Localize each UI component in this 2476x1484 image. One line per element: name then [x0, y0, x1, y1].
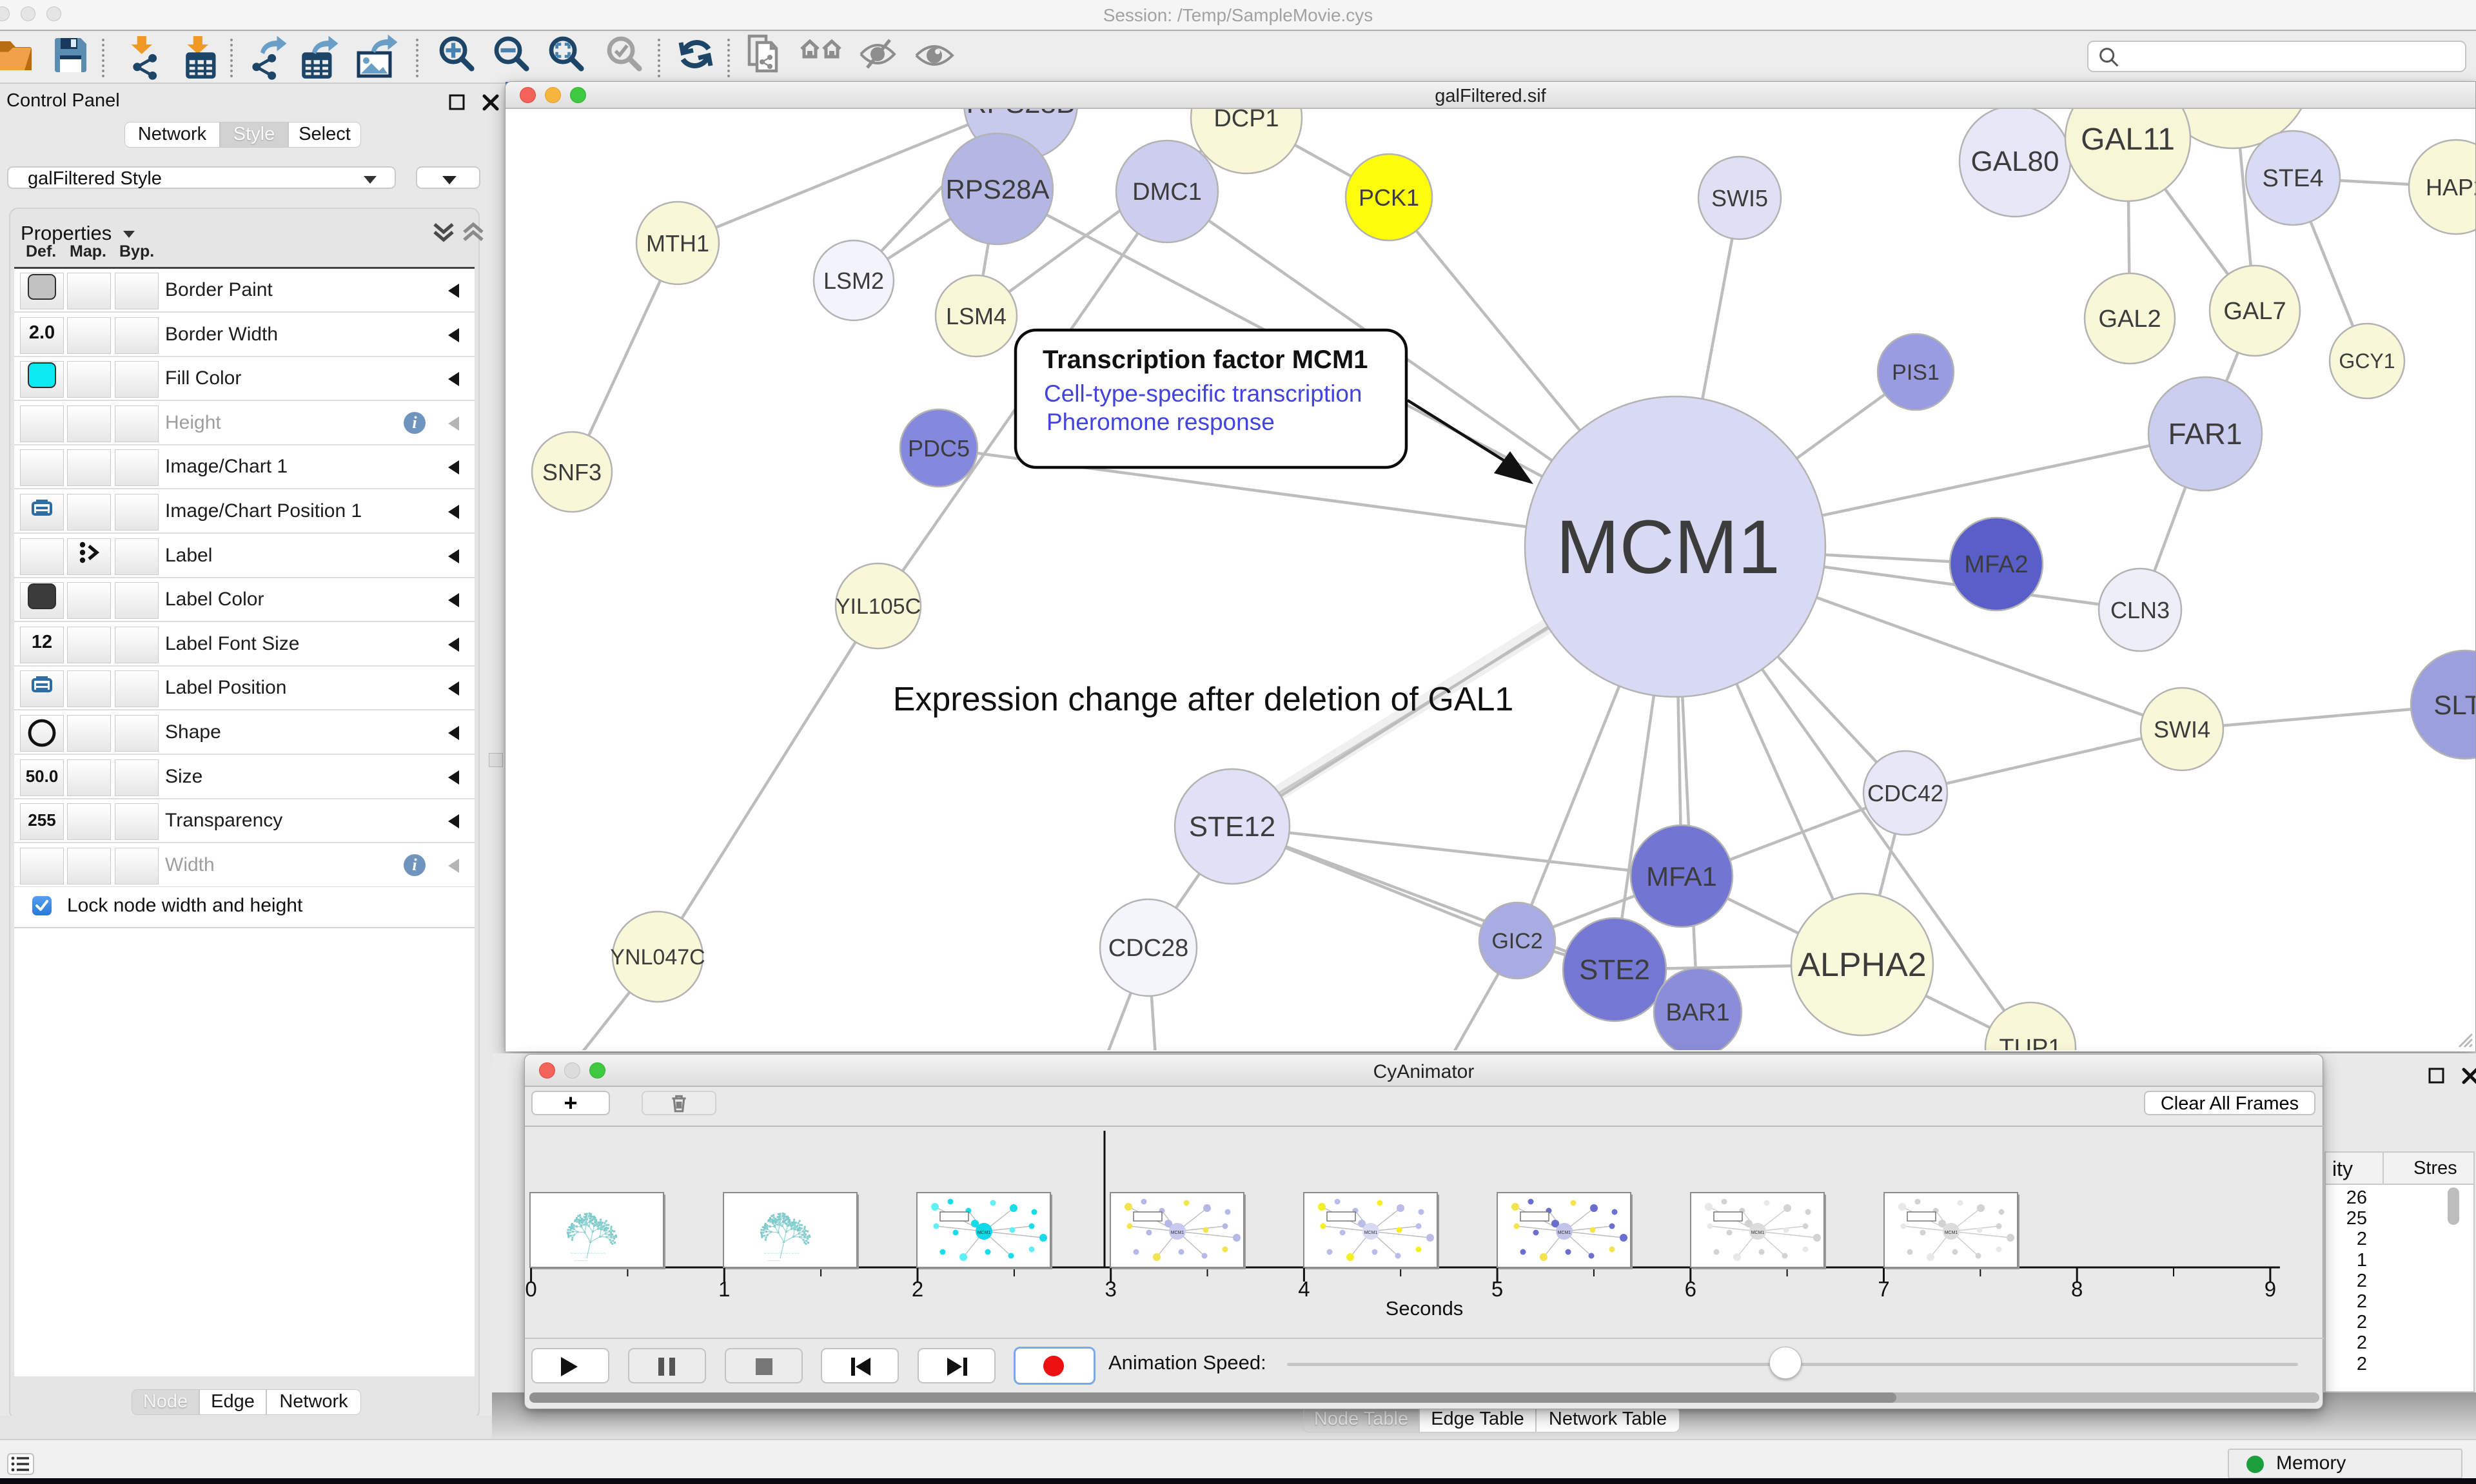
svg-text:DCP1: DCP1: [1213, 109, 1279, 132]
svg-text:MCM1: MCM1: [1364, 1231, 1378, 1235]
svg-text:RPS28B: RPS28B: [967, 109, 1076, 119]
svg-text:Expression change after deleti: Expression change after deletion of GAL1: [893, 681, 1514, 718]
svg-text:MTH1: MTH1: [646, 230, 709, 257]
svg-text:CLN3: CLN3: [2110, 597, 2170, 623]
svg-text:PCK1: PCK1: [1359, 184, 1419, 211]
svg-text:SWI5: SWI5: [1711, 185, 1768, 211]
svg-text:MCM1: MCM1: [1945, 1231, 1958, 1235]
svg-text:5: 5: [1491, 1277, 1503, 1301]
svg-text:~~~~~~~~~~~~: ~~~~~~~~~~~~: [763, 1251, 800, 1256]
svg-text:Pheromone response: Pheromone response: [1046, 409, 1275, 435]
svg-text:STE2: STE2: [1579, 954, 1650, 986]
svg-text:MCM1: MCM1: [978, 1231, 991, 1235]
svg-text:GAL80: GAL80: [1971, 146, 2059, 177]
svg-text:9: 9: [2265, 1277, 2276, 1301]
svg-text:LSM2: LSM2: [823, 268, 884, 294]
svg-text:SNF3: SNF3: [542, 459, 602, 485]
svg-text:YIL105C: YIL105C: [836, 594, 921, 619]
svg-text:GCY1: GCY1: [2339, 349, 2395, 373]
svg-text:~~~~~~~~~~~~: ~~~~~~~~~~~~: [570, 1251, 606, 1256]
svg-text:MFA1: MFA1: [1646, 861, 1717, 892]
svg-text:CDC28: CDC28: [1108, 935, 1189, 962]
svg-text:MCM1: MCM1: [1556, 505, 1780, 590]
svg-text:FAR1: FAR1: [2168, 417, 2242, 451]
svg-text:CDC42: CDC42: [1867, 780, 1943, 806]
svg-text:7: 7: [1878, 1277, 1889, 1301]
svg-text:YNL047C: YNL047C: [610, 945, 705, 970]
svg-text:BAR1: BAR1: [1665, 999, 1729, 1026]
svg-text:SWI4: SWI4: [2154, 716, 2210, 743]
svg-text:PIS1: PIS1: [1892, 360, 1940, 385]
svg-text:1: 1: [718, 1277, 730, 1301]
svg-text:STE4: STE4: [2262, 165, 2323, 192]
svg-text:GIC2: GIC2: [1491, 929, 1542, 953]
svg-text:2: 2: [912, 1277, 923, 1301]
svg-text:0: 0: [525, 1277, 536, 1301]
svg-text:LSM4: LSM4: [946, 303, 1007, 329]
svg-text:Seconds: Seconds: [1386, 1297, 1464, 1320]
svg-text:~~~~~: ~~~~~: [574, 1259, 587, 1264]
svg-text:ALPHA2: ALPHA2: [1798, 946, 1926, 984]
svg-text:HAP2: HAP2: [2426, 174, 2475, 200]
svg-text:MCM1: MCM1: [1751, 1231, 1765, 1235]
svg-text:6: 6: [1685, 1277, 1696, 1301]
svg-text:Cell-type-specific transcripti: Cell-type-specific transcription: [1044, 380, 1362, 407]
svg-text:MFA2: MFA2: [1964, 551, 2028, 578]
svg-text:PDC5: PDC5: [908, 435, 970, 462]
svg-text:8: 8: [2071, 1277, 2083, 1301]
svg-text:RPS28A: RPS28A: [945, 174, 1049, 204]
svg-text:~~~~~: ~~~~~: [767, 1259, 780, 1264]
svg-text:MCM1: MCM1: [1171, 1231, 1184, 1235]
svg-text:TUP1: TUP1: [1999, 1035, 2061, 1050]
svg-text:STE12: STE12: [1189, 811, 1276, 843]
svg-text:GAL7: GAL7: [2223, 298, 2286, 325]
svg-text:GAL11: GAL11: [2081, 122, 2175, 157]
svg-text:MCM1: MCM1: [1558, 1231, 1571, 1235]
svg-text:4: 4: [1298, 1277, 1310, 1301]
svg-text:GAL2: GAL2: [2098, 306, 2161, 333]
svg-text:SLT2: SLT2: [2433, 690, 2475, 720]
svg-text:DMC1: DMC1: [1132, 179, 1202, 206]
svg-text:3: 3: [1105, 1277, 1117, 1301]
svg-text:Transcription factor MCM1: Transcription factor MCM1: [1043, 346, 1368, 374]
